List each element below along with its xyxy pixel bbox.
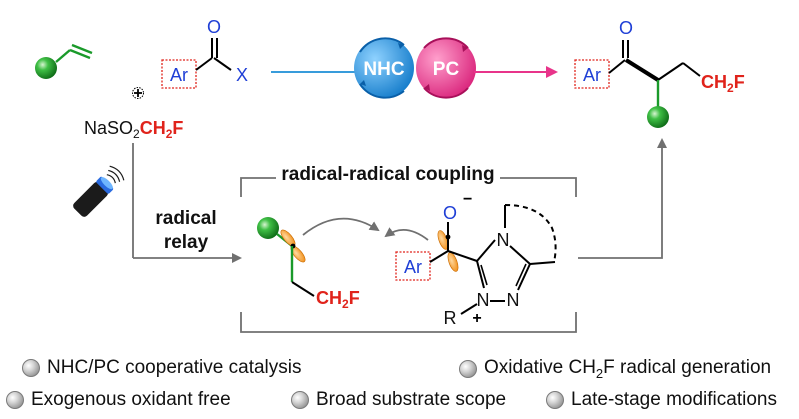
feature-label: Oxidative CH2F radical generation	[484, 357, 772, 381]
nhc-catalyst: NHC	[354, 37, 414, 99]
aryl-box-icon	[161, 59, 197, 89]
coupling-label: radical-radical coupling	[281, 164, 494, 185]
feature-label: Broad substrate scope	[316, 389, 507, 410]
feature-bullet-icon	[291, 391, 309, 409]
nhc-label: NHC	[363, 59, 404, 80]
feature-bullet-icon	[6, 391, 24, 409]
green-sphere-icon	[35, 57, 57, 79]
electron-arrow-left	[302, 217, 380, 236]
plus-sign	[132, 87, 144, 99]
coupling-bracket-top	[240, 177, 577, 197]
aryl-box-icon	[574, 59, 610, 89]
r-group: R	[444, 308, 457, 328]
product-structure: Ar O CH2F	[574, 18, 745, 128]
feature-oxidant-free: Exogenous oxidant free	[6, 389, 231, 411]
radical-ch2f: CH2F	[316, 288, 360, 311]
light-source-icon	[73, 165, 125, 217]
feature-label: Exogenous oxidant free	[31, 389, 231, 410]
ring-plus-charge: +	[472, 310, 481, 327]
ring-n1: N	[477, 290, 490, 310]
reaction-scheme: Ar O X NaSO2CH2F NHC PC	[35, 17, 745, 333]
carbonyl-oxygen-product: O	[619, 18, 633, 38]
feature-cooperative-catalysis: NHC/PC cooperative catalysis	[22, 357, 301, 379]
feature-radical-generation: Oxidative CH2F radical generation	[459, 357, 771, 381]
ring-n2: N	[507, 290, 520, 310]
feature-bullet-icon	[546, 391, 564, 409]
reagent-flow-line	[271, 65, 365, 73]
aryl-label-product: Ar	[583, 65, 601, 85]
product-ch2f: CH2F	[701, 72, 745, 95]
tether-dashed	[504, 204, 557, 263]
alkoxide-oxygen: O	[443, 203, 457, 223]
leaving-group-x: X	[236, 65, 248, 85]
aryl-label-reagent: Ar	[170, 65, 188, 85]
alkene-substrate	[35, 43, 93, 79]
alkoxide-charge: −	[463, 191, 472, 208]
feature-bullet-icon	[459, 359, 477, 378]
aryl-label-intermediate: Ar	[404, 257, 422, 277]
feature-label: Late-stage modifications	[571, 389, 777, 410]
feature-substrate-scope: Broad substrate scope	[291, 389, 506, 411]
pc-label: PC	[433, 59, 460, 80]
sulfinate-reagent: NaSO2CH2F	[84, 118, 183, 141]
alkyl-radical: CH2F	[257, 217, 360, 311]
relay-label-line2: relay	[164, 232, 209, 253]
aryl-box-icon	[395, 251, 431, 281]
green-sphere-icon	[257, 217, 279, 239]
ring-n4: N	[497, 230, 510, 250]
feature-late-stage: Late-stage modifications	[546, 389, 777, 411]
green-sphere-icon	[647, 106, 669, 128]
electron-arrow-right	[384, 227, 429, 241]
carbonyl-oxygen-reagent: O	[207, 17, 221, 37]
feature-label: NHC/PC cooperative catalysis	[47, 357, 302, 378]
acyl-reagent: Ar O X	[161, 17, 248, 89]
feature-bullet-icon	[22, 359, 40, 377]
coupling-bracket-bottom	[240, 312, 577, 333]
pc-catalyst: PC	[416, 37, 476, 99]
coupling-arrow	[578, 138, 667, 259]
relay-label-line1: radical	[155, 208, 216, 229]
triazolium-radical: Ar O − N N N R +	[395, 191, 557, 328]
